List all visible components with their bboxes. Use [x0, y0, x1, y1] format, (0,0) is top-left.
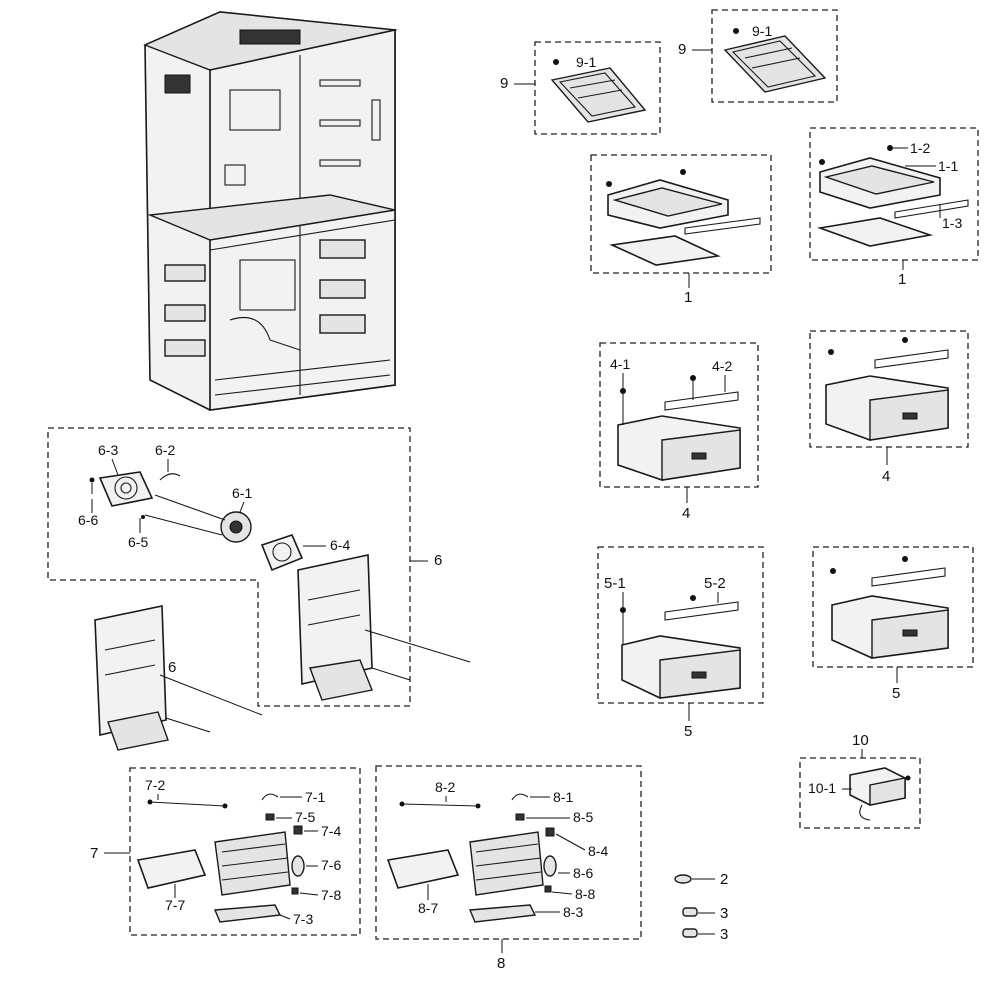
group-9-right-box	[711, 9, 838, 103]
callout-7-5: 7-5	[295, 809, 315, 825]
callout-9-1-right: 9-1	[752, 23, 772, 39]
callout-5-2: 5-2	[704, 575, 726, 592]
ice-maker-assembly	[849, 767, 911, 821]
callout-6-3: 6-3	[98, 442, 118, 458]
group-10-box	[799, 757, 921, 829]
filter-panel-left	[550, 59, 647, 123]
filter-panel-right	[723, 28, 827, 93]
callout-10: 10	[852, 732, 869, 749]
callout-3-top: 3	[720, 905, 728, 922]
drawer-4-right	[825, 337, 949, 441]
callout-6-1: 6-1	[232, 485, 252, 501]
group-5-left-box	[597, 546, 764, 704]
callout-6-2: 6-2	[155, 442, 175, 458]
callout-7-1: 7-1	[305, 789, 325, 805]
callout-4-1: 4-1	[610, 356, 630, 372]
fan-motor	[141, 494, 252, 543]
evaporator-cover-right	[297, 554, 471, 701]
callout-9-1-left: 9-1	[576, 54, 596, 70]
callout-1-1: 1-1	[938, 158, 958, 174]
callout-1-right: 1	[898, 271, 906, 288]
callout-5-right: 5	[892, 685, 900, 702]
callout-8-1: 8-1	[553, 789, 573, 805]
callout-8-2: 8-2	[435, 779, 455, 795]
compressor-assembly-7	[136, 793, 305, 923]
callout-3-bottom: 3	[720, 926, 728, 943]
callout-4-2: 4-2	[712, 358, 732, 374]
callout-8: 8	[497, 955, 505, 972]
callout-4-left: 4	[682, 505, 690, 522]
compressor-assembly-8	[386, 793, 557, 923]
callout-7-6: 7-6	[321, 857, 341, 873]
callout-7-3: 7-3	[293, 911, 313, 927]
group-1-left-box	[590, 154, 772, 274]
callout-6-panel: 6	[168, 659, 176, 676]
drawer-5-right	[830, 556, 949, 659]
callout-6-5: 6-5	[128, 534, 148, 550]
evaporator-cover-left	[94, 605, 263, 751]
group-1-right-box	[809, 127, 979, 261]
callout-7-4: 7-4	[321, 823, 341, 839]
callout-10-1: 10-1	[808, 780, 836, 796]
group-8-box	[375, 765, 642, 940]
callout-8-5: 8-5	[573, 809, 593, 825]
shelf-left	[606, 169, 761, 266]
callout-5-left: 5	[684, 723, 692, 740]
shelf-right	[816, 145, 969, 247]
callout-1-3: 1-3	[942, 215, 962, 231]
group-9-left-box	[534, 41, 661, 135]
callout-7: 7	[90, 845, 98, 862]
callout-4-right: 4	[882, 468, 890, 485]
callout-9-right: 9	[678, 41, 686, 58]
group-7-box	[129, 767, 361, 936]
callout-7-8: 7-8	[321, 887, 341, 903]
fan-shroud	[260, 534, 304, 572]
group-4-right-box	[809, 330, 969, 448]
callout-8-6: 8-6	[573, 865, 593, 881]
callout-2: 2	[720, 871, 728, 888]
callout-8-8: 8-8	[575, 886, 595, 902]
group-5-right-box	[812, 546, 974, 668]
callout-7-7: 7-7	[165, 897, 185, 913]
callout-8-4: 8-4	[588, 843, 608, 859]
part-2-clip	[674, 874, 692, 884]
callout-8-3: 8-3	[563, 904, 583, 920]
refrigerator-cabinet	[143, 11, 398, 411]
drawer-4-left	[617, 375, 741, 481]
callout-9-left: 9	[500, 75, 508, 92]
callout-1-2: 1-2	[910, 140, 930, 156]
group-4-left-box	[599, 342, 759, 488]
callout-1-left: 1	[684, 289, 692, 306]
callout-8-7: 8-7	[418, 900, 438, 916]
fan-bracket	[89, 471, 181, 507]
callout-6-6: 6-6	[78, 512, 98, 528]
part-3-holder-top	[682, 907, 698, 917]
callout-6-4: 6-4	[330, 537, 350, 553]
callout-5-1: 5-1	[604, 575, 626, 592]
drawer-5-left	[620, 595, 741, 699]
callout-7-2: 7-2	[145, 777, 165, 793]
group-6-box	[47, 427, 411, 707]
part-3-holder-bottom	[682, 928, 698, 938]
callout-6-box: 6	[434, 552, 442, 569]
